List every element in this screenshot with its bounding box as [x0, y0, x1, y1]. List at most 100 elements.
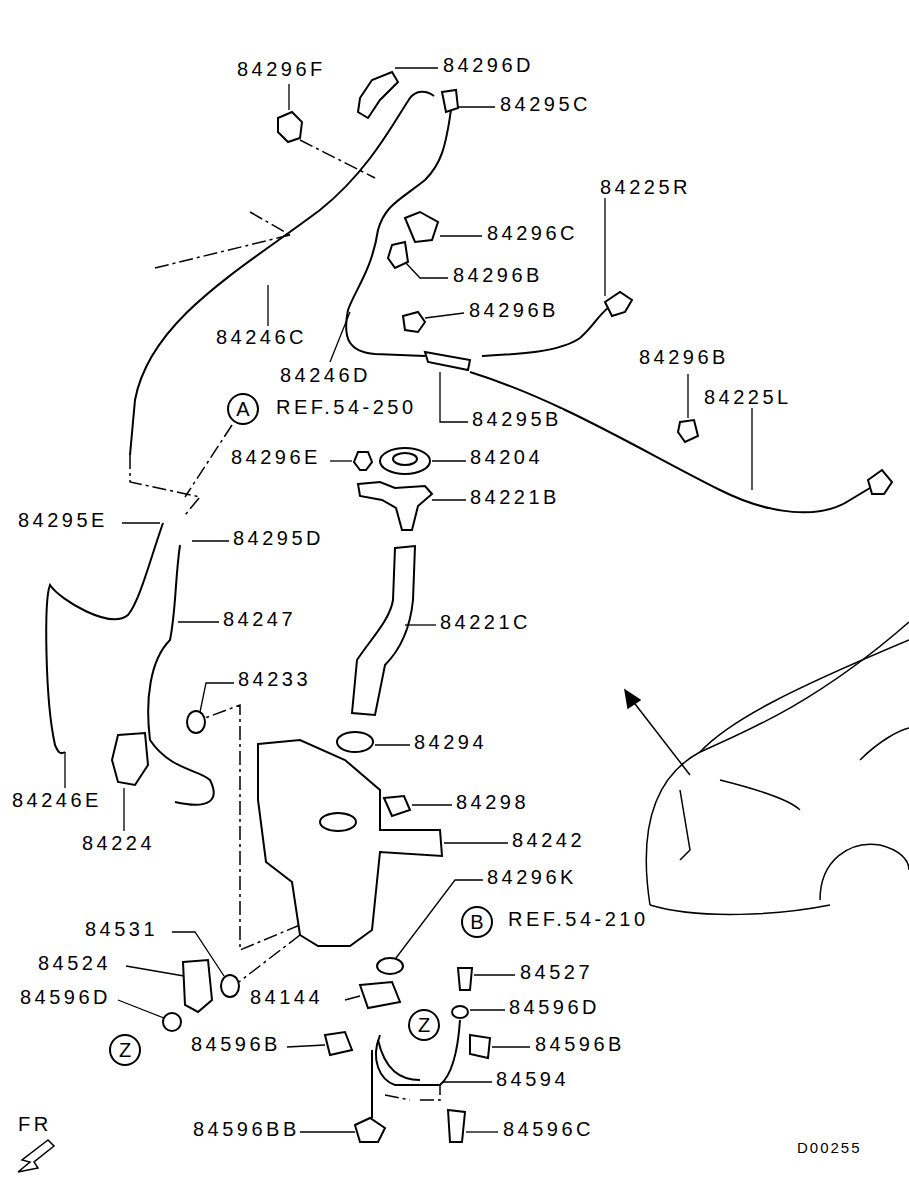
- car-sketch: [632, 700, 690, 775]
- harness-wire: [371, 1050, 373, 1118]
- part: [470, 1035, 490, 1058]
- part: [605, 292, 632, 316]
- callout-number: 84296D: [443, 55, 534, 75]
- callout-number: 84246D: [280, 365, 371, 385]
- car-sketch: [700, 640, 909, 752]
- part: [187, 711, 205, 733]
- dash-dot-line: [385, 1095, 410, 1100]
- callout-number: 84596D: [509, 997, 600, 1017]
- car-sketch: [646, 622, 909, 905]
- callout-number: 84596B: [191, 1034, 281, 1054]
- callout-number: 84233: [238, 669, 311, 689]
- reference-letter: Z: [418, 1015, 430, 1035]
- part: [377, 958, 403, 974]
- callout-number: 84294: [414, 732, 487, 752]
- circled-reference: B: [461, 906, 493, 938]
- part: [325, 1032, 352, 1055]
- callout-number: 84225L: [704, 387, 792, 407]
- callout-number: 84296B: [453, 265, 543, 285]
- leader-line: [432, 499, 466, 500]
- leader-line: [65, 68, 752, 1132]
- hose: [470, 372, 870, 512]
- reference-letter: Z: [119, 1040, 131, 1060]
- leader-line: [412, 804, 452, 805]
- part: [405, 212, 438, 242]
- part: [355, 1118, 385, 1142]
- leader-line: [440, 235, 482, 236]
- reference-letter: A: [236, 399, 249, 419]
- part: [388, 242, 408, 268]
- callout-number: 84224: [82, 833, 155, 853]
- leader-line: [444, 842, 508, 843]
- harness-wire: [378, 1040, 420, 1080]
- part: [448, 1110, 465, 1142]
- circled-reference: Z: [408, 1009, 440, 1041]
- callout-number: 84246C: [216, 327, 307, 347]
- part: [380, 448, 430, 474]
- leader-line: [64, 752, 65, 788]
- car-sketch: [720, 780, 800, 810]
- hose: [346, 102, 452, 356]
- callout-number: 84531: [85, 919, 158, 939]
- callout-number: 84295D: [233, 528, 324, 548]
- leader-line: [200, 683, 234, 712]
- part: [360, 982, 400, 1008]
- leader-line: [432, 460, 466, 461]
- dash-dot-line: [130, 140, 440, 1100]
- part: [221, 975, 239, 997]
- leader-line: [172, 932, 224, 976]
- callout-number: D00255: [797, 1140, 862, 1155]
- leader-line: [470, 1009, 505, 1010]
- leader-line: [466, 1131, 498, 1132]
- leader-line: [405, 262, 448, 278]
- dash-dot-line: [420, 1085, 440, 1100]
- callout-number: 84296E: [231, 447, 321, 467]
- part: [163, 1013, 181, 1031]
- callout-number: 84242: [512, 830, 585, 850]
- part: [452, 1006, 468, 1018]
- hose: [46, 523, 163, 753]
- front-arrow: [18, 1140, 54, 1172]
- leader-line: [288, 84, 289, 110]
- dash-dot-line: [155, 235, 290, 268]
- leader-line: [442, 1081, 492, 1082]
- leader-line: [474, 974, 515, 975]
- part: [358, 482, 432, 530]
- circled-reference: Z: [109, 1034, 141, 1066]
- leader-line: [604, 198, 605, 296]
- dash-dot-line: [250, 212, 290, 235]
- callout-number: 84144: [250, 987, 323, 1007]
- callout-number: 84596D: [20, 987, 111, 1007]
- callout-number: 84296B: [639, 347, 729, 367]
- callout-number: 84295B: [472, 409, 562, 429]
- callout-number: 84296C: [487, 223, 578, 243]
- car-sketch: [650, 905, 830, 914]
- part: [403, 312, 425, 332]
- leader-line: [492, 1046, 530, 1047]
- reference-note: REF.54-250: [276, 397, 417, 417]
- leader-line: [375, 744, 410, 745]
- leader-line: [118, 1000, 164, 1018]
- leader-line: [287, 1045, 325, 1047]
- callout-number: 84296K: [487, 867, 577, 887]
- leader-line: [395, 67, 438, 68]
- leader-line: [123, 788, 124, 831]
- circled-reference: A: [227, 393, 259, 425]
- callout-number: 84596C: [503, 1119, 594, 1139]
- hose: [148, 545, 213, 805]
- car-sketch: [820, 844, 909, 900]
- leader-line: [405, 624, 436, 625]
- dash-dot-line: [235, 935, 300, 985]
- part: [425, 352, 470, 370]
- leader-line: [751, 408, 752, 490]
- callout-number: 84524: [38, 953, 111, 973]
- part: [352, 546, 415, 715]
- callout-number: 84298: [456, 792, 529, 812]
- leader-line: [440, 372, 468, 422]
- callout-number: 84247: [223, 609, 296, 629]
- callout-number: 84594: [496, 1069, 569, 1089]
- part: [393, 453, 417, 465]
- callout-number: 84296B: [469, 300, 559, 320]
